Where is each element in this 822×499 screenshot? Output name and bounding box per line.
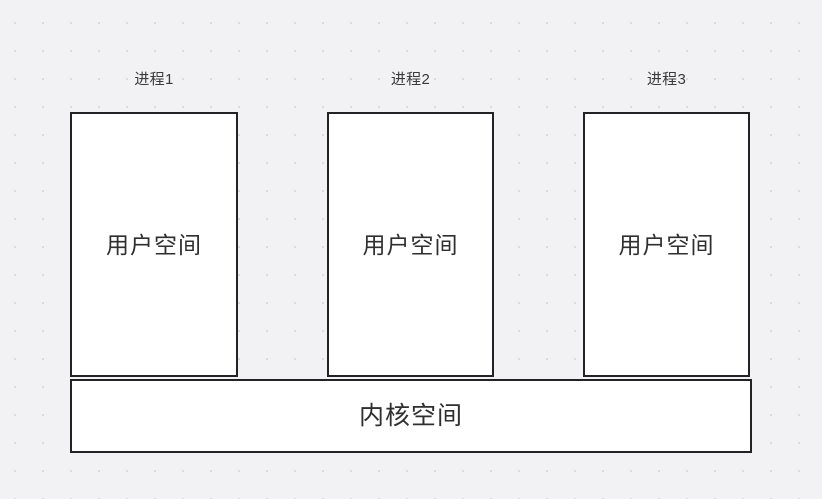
process-label-1: 进程1: [134, 71, 174, 88]
process-label-3: 进程3: [646, 71, 687, 88]
user-space-label-3: 用户空间: [618, 231, 715, 258]
user-space-box-2: 用户空间: [327, 112, 494, 377]
kernel-space-box: 内核空间: [70, 379, 752, 453]
user-space-label-1: 用户空间: [106, 231, 202, 258]
process-label-2: 进程2: [390, 71, 431, 88]
user-space-box-3: 用户空间: [583, 112, 750, 377]
user-space-label-2: 用户空间: [362, 231, 459, 258]
user-space-box-1: 用户空间: [70, 112, 238, 377]
kernel-space-label: 内核空间: [358, 402, 463, 430]
